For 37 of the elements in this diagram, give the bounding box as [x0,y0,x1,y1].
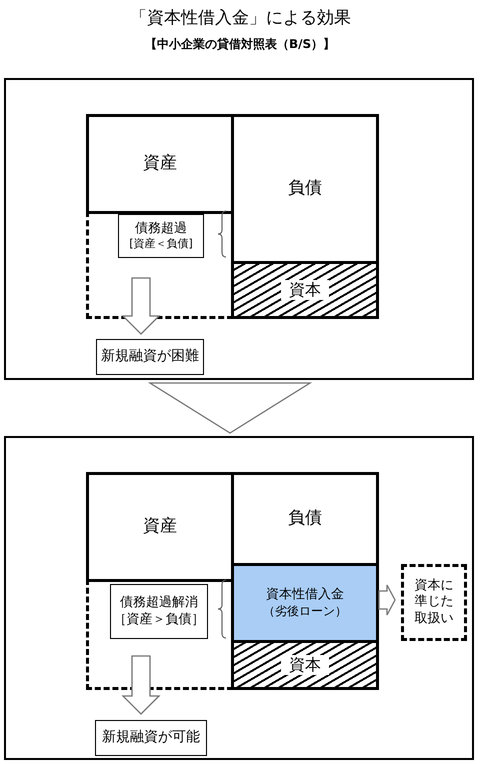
block-arrow [148,382,312,434]
block-label: 資本に準じた取扱い [414,578,454,627]
panel-frame [4,436,474,760]
asset-block [86,472,234,582]
deficit-area [86,579,233,690]
block-label: 負債 [288,178,322,200]
panel-frame [4,78,474,380]
treatment-box [401,564,467,641]
block-label: 資産 [143,516,177,538]
capital-block [231,640,379,690]
asset-block [86,114,234,214]
block-sublabel: （劣後ローン） [263,604,347,619]
subtitle: 【中小企業の貸借対照表（B/S）】 [145,36,336,53]
block-label: 資本性借入金 [266,587,344,604]
diagram-title: 「資本性借入金」による効果 [130,7,351,29]
liability-block [231,472,379,566]
block-label: 新規融資が困難 [101,348,199,366]
result-box [95,720,207,756]
block-arrow [121,655,161,715]
block-label: 債務超過解消 [120,595,198,612]
block-sublabel: [資産＜負債] [129,237,193,251]
block-label: 資本 [281,655,329,675]
note-box [118,214,204,258]
note-box [110,584,208,639]
block-label: 資産 [143,153,177,175]
result-box [96,339,204,375]
block-sublabel: ［資産＞負債］ [114,612,204,628]
block-label: 負債 [288,508,322,530]
deficit-area [86,211,233,319]
block-label: 新規融資が可能 [102,729,200,747]
loan-block [231,563,379,643]
capital-block [231,261,379,319]
liability-block [231,114,379,264]
block-arrow [378,584,396,616]
block-arrow [121,277,161,335]
block-label: 資本 [281,280,329,300]
block-label: 債務超過 [135,221,187,238]
